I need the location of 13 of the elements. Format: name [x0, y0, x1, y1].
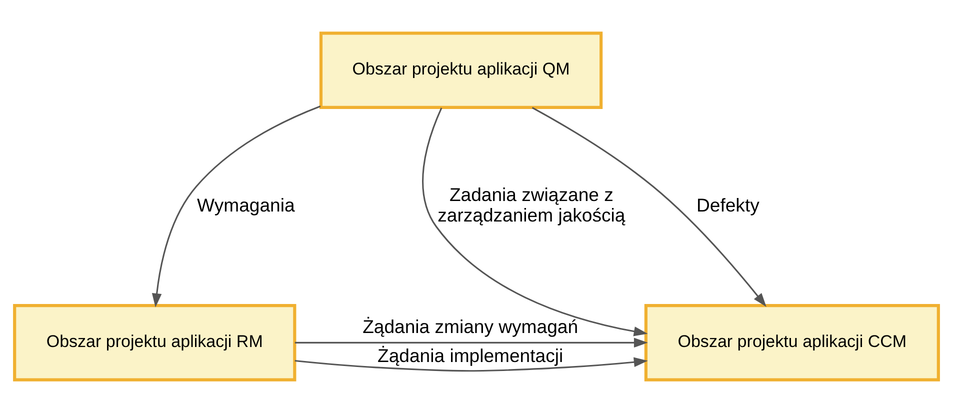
edge-label: Defekty [696, 194, 760, 215]
edge-label: Zadania związane z zarządzaniem jakością [438, 184, 626, 225]
node-box: Obszar projektu aplikacji RM [13, 303, 296, 381]
edge-label: Żądania implementacji [378, 344, 564, 366]
edge-label: Żądania zmiany wymagań [362, 315, 578, 336]
arrow [294, 356, 648, 372]
node-box: Obszar projektu aplikacji QM [319, 31, 603, 109]
arrow [152, 105, 321, 307]
arrow [294, 337, 648, 348]
arrow [532, 106, 766, 306]
edge-label: Wymagania [197, 194, 295, 215]
node-box: Obszar projektu aplikacji CCM [644, 303, 940, 381]
arrow [422, 107, 648, 336]
